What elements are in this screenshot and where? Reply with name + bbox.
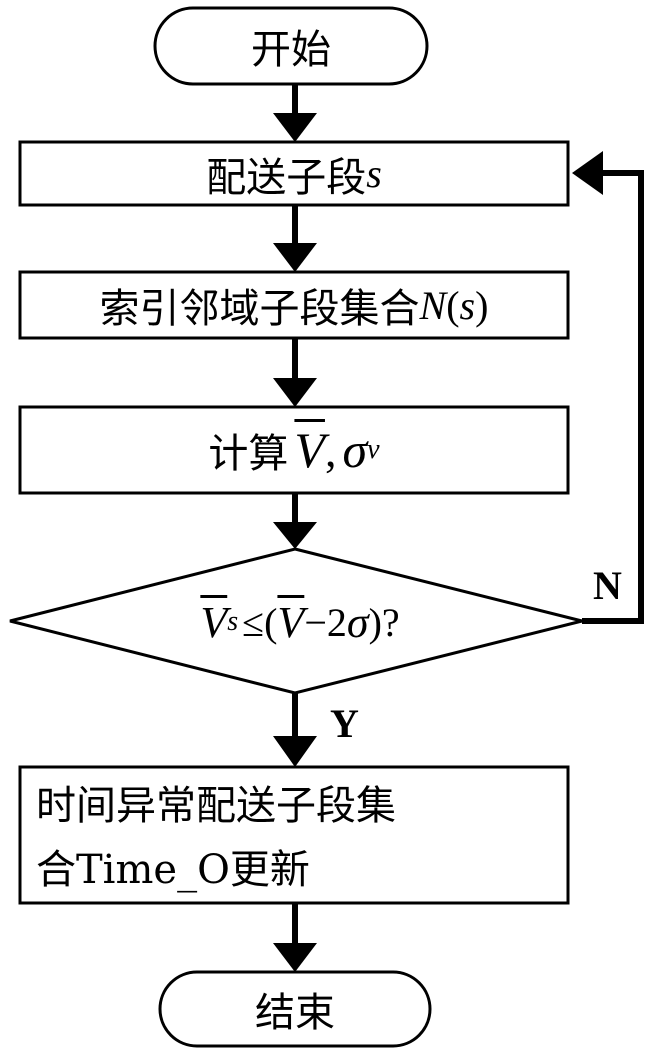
decision-vs: V: [200, 597, 227, 648]
decision-minus: −2: [304, 599, 347, 646]
decision-vbar: V: [277, 597, 304, 648]
step2-label: 索引邻域子段集合N(s): [20, 272, 568, 338]
decision-tail: )?: [369, 599, 400, 646]
step1-var: s: [366, 150, 382, 197]
start-label: 开始: [155, 8, 427, 84]
step4-line2: 合Time_O更新: [36, 838, 556, 902]
step4-line1: 时间异常配送子段集: [36, 774, 556, 838]
step3-comma: ,: [325, 424, 337, 477]
end-label: 结束: [160, 972, 430, 1046]
step3-sigma: σ: [342, 421, 367, 479]
step3-text: 计算: [208, 421, 288, 479]
no-label: N: [593, 562, 622, 609]
arrowhead: [273, 943, 317, 972]
arrowhead: [273, 378, 317, 407]
yes-label: Y: [330, 700, 359, 747]
step2-lparen: (: [446, 282, 459, 329]
decision-op: ≤(: [242, 599, 277, 646]
arrowhead: [273, 522, 317, 549]
arrowhead: [273, 736, 317, 767]
decision-vs-sub: s: [227, 606, 238, 638]
decision-label: Vs≤(V−2σ)?: [120, 590, 480, 654]
arrow-no-loop: [582, 173, 641, 621]
arrowhead: [273, 113, 317, 142]
step3-vbar: V: [294, 421, 325, 479]
step4-label: 时间异常配送子段集 合Time_O更新: [36, 774, 556, 902]
step2-arg: s: [460, 282, 476, 329]
arrowhead: [273, 243, 317, 272]
step2-rparen: ): [475, 282, 488, 329]
arrowhead: [572, 151, 603, 195]
step3-sigma-sub: v: [367, 434, 379, 466]
step2-func: N: [420, 282, 447, 329]
step1-text: 配送子段: [206, 145, 366, 203]
decision-sigma: σ: [347, 597, 369, 648]
step2-text: 索引邻域子段集合: [100, 276, 420, 334]
step3-label: 计算 V,σv: [20, 407, 568, 493]
step1-label: 配送子段s: [20, 142, 568, 205]
